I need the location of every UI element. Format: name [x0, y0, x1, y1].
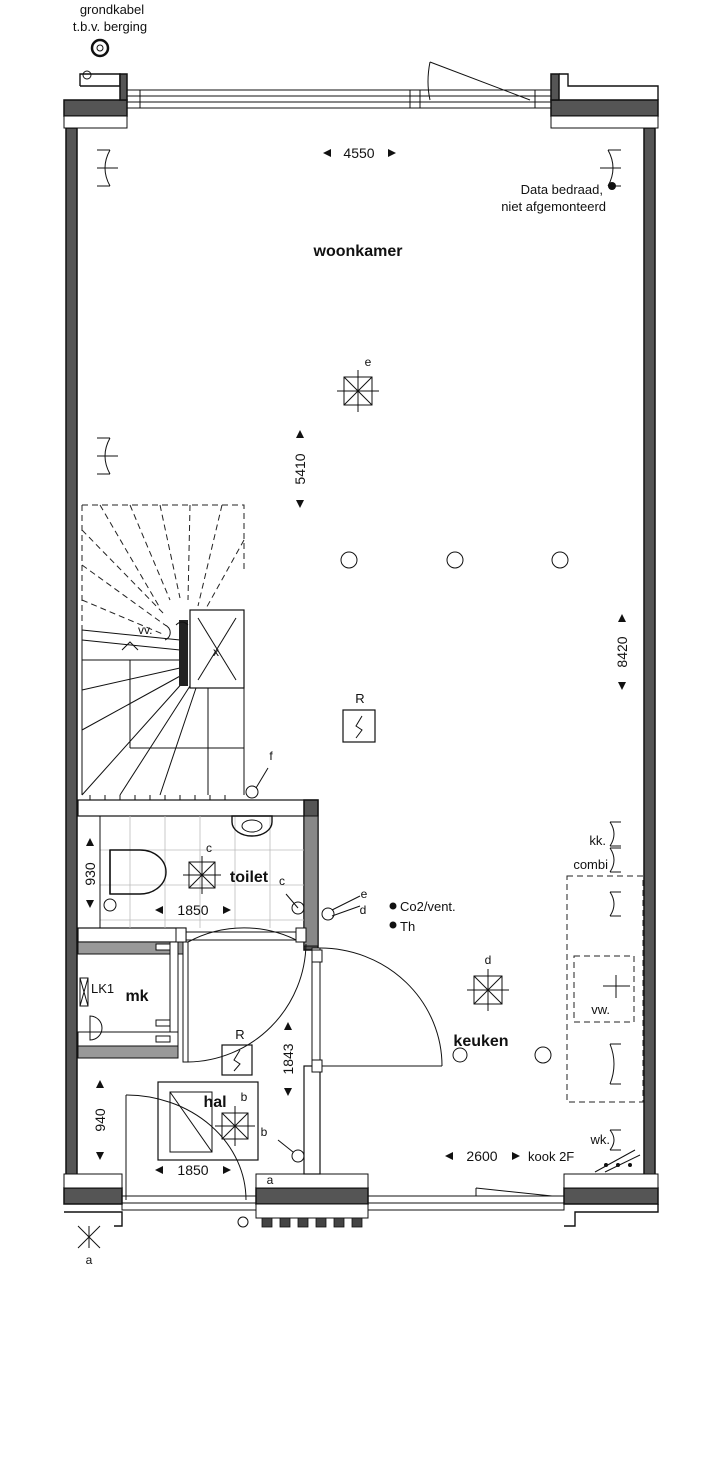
spot-light-icon — [534, 1046, 552, 1064]
vw-label: vw. — [591, 1002, 610, 1017]
dim-hall-depth: 940 — [92, 1108, 108, 1132]
spot-light-icon — [446, 551, 464, 569]
marker-f: f — [269, 749, 273, 763]
co2-sensor-icon — [389, 902, 397, 910]
thermostat-label: Th — [400, 919, 415, 934]
interior-doors — [155, 927, 443, 1073]
switch-icon — [285, 893, 305, 915]
dim-hall-width: 1850 — [177, 1162, 208, 1178]
marker-c-2: c — [279, 874, 285, 888]
grondkabel-icon — [82, 38, 110, 80]
hall-mat-inner — [169, 1091, 213, 1153]
smoke-detector-icon — [221, 1044, 253, 1076]
staircase — [81, 504, 259, 799]
dim-right-depth: 8420 — [614, 636, 630, 667]
kitchen-counter — [566, 875, 644, 1103]
switch-icon — [277, 1139, 305, 1163]
spot-light-icon — [452, 1047, 468, 1063]
marker-e-2: e — [361, 887, 368, 901]
vv-label: vv. — [138, 623, 152, 637]
room-mk: mk — [125, 988, 148, 1005]
marker-a-2: a — [86, 1253, 93, 1267]
landing-mark: x — [213, 645, 219, 659]
dim-kitchen-width: 2600 — [466, 1148, 497, 1164]
spot-light-icon — [551, 551, 569, 569]
ceiling-light-icon — [337, 370, 379, 412]
combi-label: combi — [573, 857, 608, 872]
grondkabel-label: grondkabel — [80, 2, 144, 17]
marker-d-2: d — [360, 903, 367, 917]
dimension-right: 8420 — [614, 614, 630, 690]
ceiling-light-icon — [183, 856, 221, 894]
room-keuken: keuken — [453, 1033, 508, 1050]
marker-b-2: b — [261, 1125, 268, 1139]
lk1-label: LK1 — [91, 981, 114, 996]
room-woonkamer: woonkamer — [313, 243, 403, 260]
sink-icon — [231, 815, 273, 837]
hall-mat — [157, 1081, 259, 1161]
meter-box-icon — [79, 977, 89, 1007]
dim-top-width: 4550 — [343, 145, 374, 161]
ceiling-light-icon — [215, 1106, 255, 1146]
switch-icon — [255, 767, 269, 789]
co2-label: Co2/vent. — [400, 899, 456, 914]
dim-middle-depth: 5410 — [292, 453, 308, 484]
spot-light-icon — [340, 551, 358, 569]
ceiling-light-icon — [467, 969, 509, 1011]
wall-socket-icon-3 — [600, 149, 621, 187]
room-hal: hal — [203, 1094, 226, 1111]
dim-toilet-width: 1850 — [177, 902, 208, 918]
data-label-2: niet afgemonteerd — [501, 199, 606, 214]
smoke-detector-icon — [342, 709, 376, 743]
outdoor-light-icon — [77, 1225, 101, 1249]
dimension-toilet: 1850 930 — [82, 838, 231, 918]
dim-hall-door: 1843 — [280, 1043, 296, 1074]
data-label: Data bedraad, — [521, 182, 603, 197]
toilet-bowl — [103, 849, 167, 912]
kk-label: kk. — [589, 833, 606, 848]
dimension-kitchen: 2600 — [445, 1148, 520, 1164]
kook-label: kook 2F — [528, 1149, 574, 1164]
grondkabel-label-2: t.b.v. berging — [73, 19, 147, 34]
dimension-top: 4550 — [323, 145, 396, 161]
kitchen-sockets — [609, 821, 621, 1151]
marker-e: e — [365, 355, 372, 369]
dimension-hall: 940 1850 1843 — [92, 1022, 296, 1178]
dimension-middle: 5410 — [292, 430, 308, 508]
marker-R: R — [355, 691, 364, 706]
dim-toilet-depth: 930 — [82, 862, 98, 886]
wk-label: wk. — [590, 1132, 611, 1147]
wall-socket-icon-2 — [97, 437, 118, 475]
marker-a: a — [267, 1173, 274, 1187]
vv-icon — [164, 624, 171, 641]
marker-c: c — [206, 841, 212, 855]
room-toilet: toilet — [230, 869, 269, 886]
marker-R-hal: R — [235, 1027, 244, 1042]
marker-b: b — [241, 1090, 248, 1104]
data-point-icon — [608, 182, 616, 190]
switch-icon — [321, 895, 361, 921]
socket-icon — [89, 1015, 103, 1041]
stove-icon — [594, 1149, 641, 1173]
thermostat-icon — [389, 921, 397, 929]
wall-socket-icon — [97, 149, 118, 187]
marker-d: d — [485, 953, 492, 967]
outer-walls — [63, 61, 659, 1228]
